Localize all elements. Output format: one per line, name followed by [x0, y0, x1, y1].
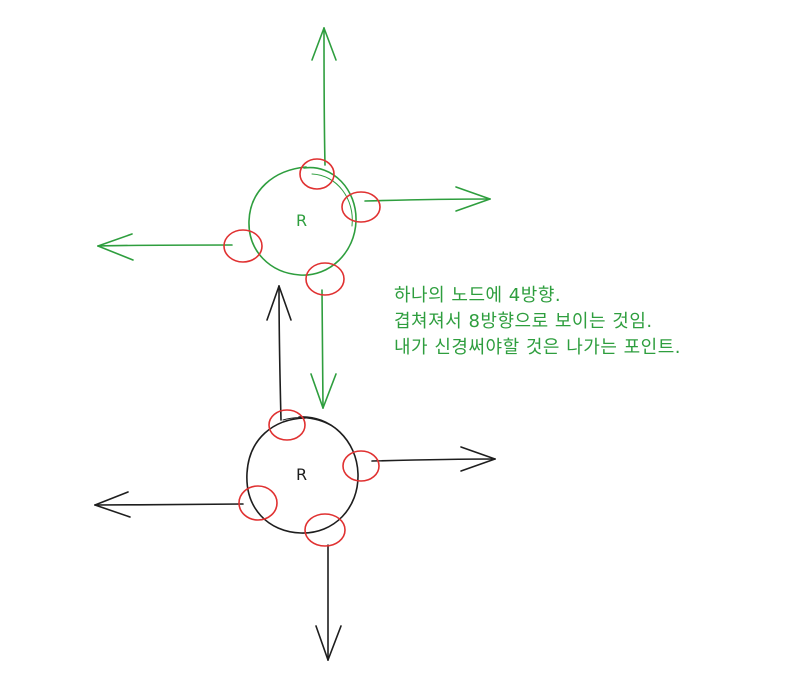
- green-node-exit-markers: [223, 158, 381, 296]
- black-arrow-right: [371, 446, 496, 472]
- black-node-label: R: [296, 465, 307, 484]
- black-exit-marker-bottom: [304, 513, 346, 547]
- black-arrow-down: [315, 544, 342, 661]
- green-exit-marker-bottom: [305, 262, 345, 296]
- green-node-label: R: [296, 211, 307, 230]
- green-node-group: R: [97, 27, 491, 409]
- green-arrow-left: [97, 233, 233, 261]
- black-exit-marker-right: [342, 450, 380, 482]
- black-node-group: R: [94, 285, 496, 661]
- annotation-line-3: 내가 신경써야할 것은 나가는 포인트.: [394, 337, 682, 358]
- green-exit-marker-left: [223, 229, 263, 263]
- annotation-line-2: 겹쳐져서 8방향으로 보이는 것임.: [394, 311, 653, 332]
- green-arrow-down: [310, 289, 337, 409]
- black-arrow-up: [266, 285, 292, 421]
- green-exit-marker-right: [341, 191, 381, 223]
- green-arrow-right: [364, 186, 491, 212]
- black-exit-marker-left: [238, 485, 278, 521]
- black-node-exit-markers: [238, 409, 380, 547]
- green-exit-marker-top: [299, 158, 335, 190]
- black-node-circle: [246, 416, 359, 534]
- black-exit-marker-top: [268, 409, 306, 441]
- green-arrow-up: [311, 27, 337, 166]
- annotation-line-1: 하나의 노드에 4방향.: [394, 285, 562, 306]
- annotation-note: 하나의 노드에 4방향. 겹쳐져서 8방향으로 보이는 것임. 내가 신경써야할…: [394, 283, 794, 361]
- black-arrow-left: [94, 491, 244, 518]
